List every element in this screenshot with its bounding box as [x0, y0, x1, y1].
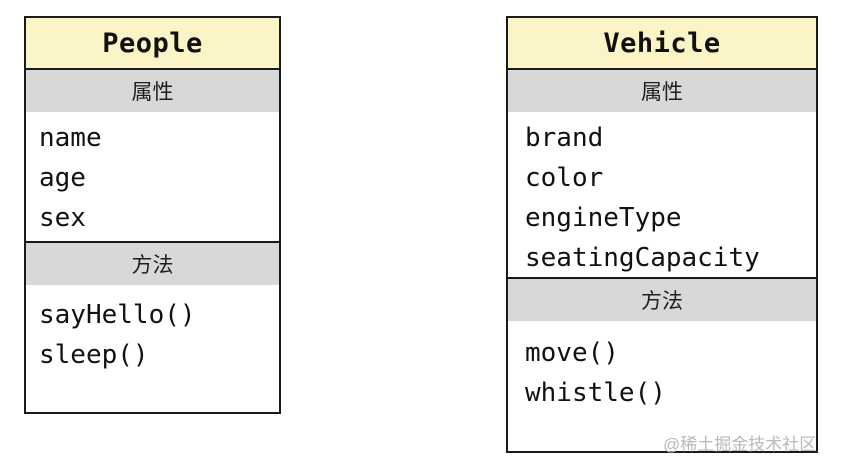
- attribute-item: name: [39, 123, 102, 153]
- section-header-people-methods: 方法: [26, 243, 279, 285]
- attribute-item: color: [525, 163, 604, 193]
- method-list-people: sayHello() sleep(): [26, 285, 279, 412]
- method-item: sayHello(): [39, 300, 196, 330]
- attribute-item: engineType: [525, 203, 682, 233]
- section-header-people-attributes: 属性: [26, 70, 279, 112]
- attribute-item: sex: [39, 203, 86, 233]
- attribute-item: seatingCapacity: [525, 243, 760, 273]
- class-title-people: People: [26, 18, 279, 70]
- attribute-list-vehicle: brand color engineType seatingCapacity: [508, 112, 816, 279]
- watermark-text: @稀土掘金技术社区: [663, 435, 817, 454]
- class-title-vehicle: Vehicle: [508, 18, 816, 70]
- class-box-people: People 属性 name age sex 方法 sayHello() sle…: [24, 16, 281, 414]
- method-item: sleep(): [39, 340, 149, 370]
- section-header-vehicle-attributes: 属性: [508, 70, 816, 112]
- method-item: whistle(): [525, 378, 666, 408]
- attribute-item: brand: [525, 123, 604, 153]
- attribute-item: age: [39, 163, 86, 193]
- section-header-vehicle-methods: 方法: [508, 279, 816, 321]
- class-box-vehicle: Vehicle 属性 brand color engineType seatin…: [506, 16, 818, 453]
- method-item: move(): [525, 338, 619, 368]
- attribute-list-people: name age sex: [26, 112, 279, 243]
- method-list-vehicle: move() whistle(): [508, 321, 816, 451]
